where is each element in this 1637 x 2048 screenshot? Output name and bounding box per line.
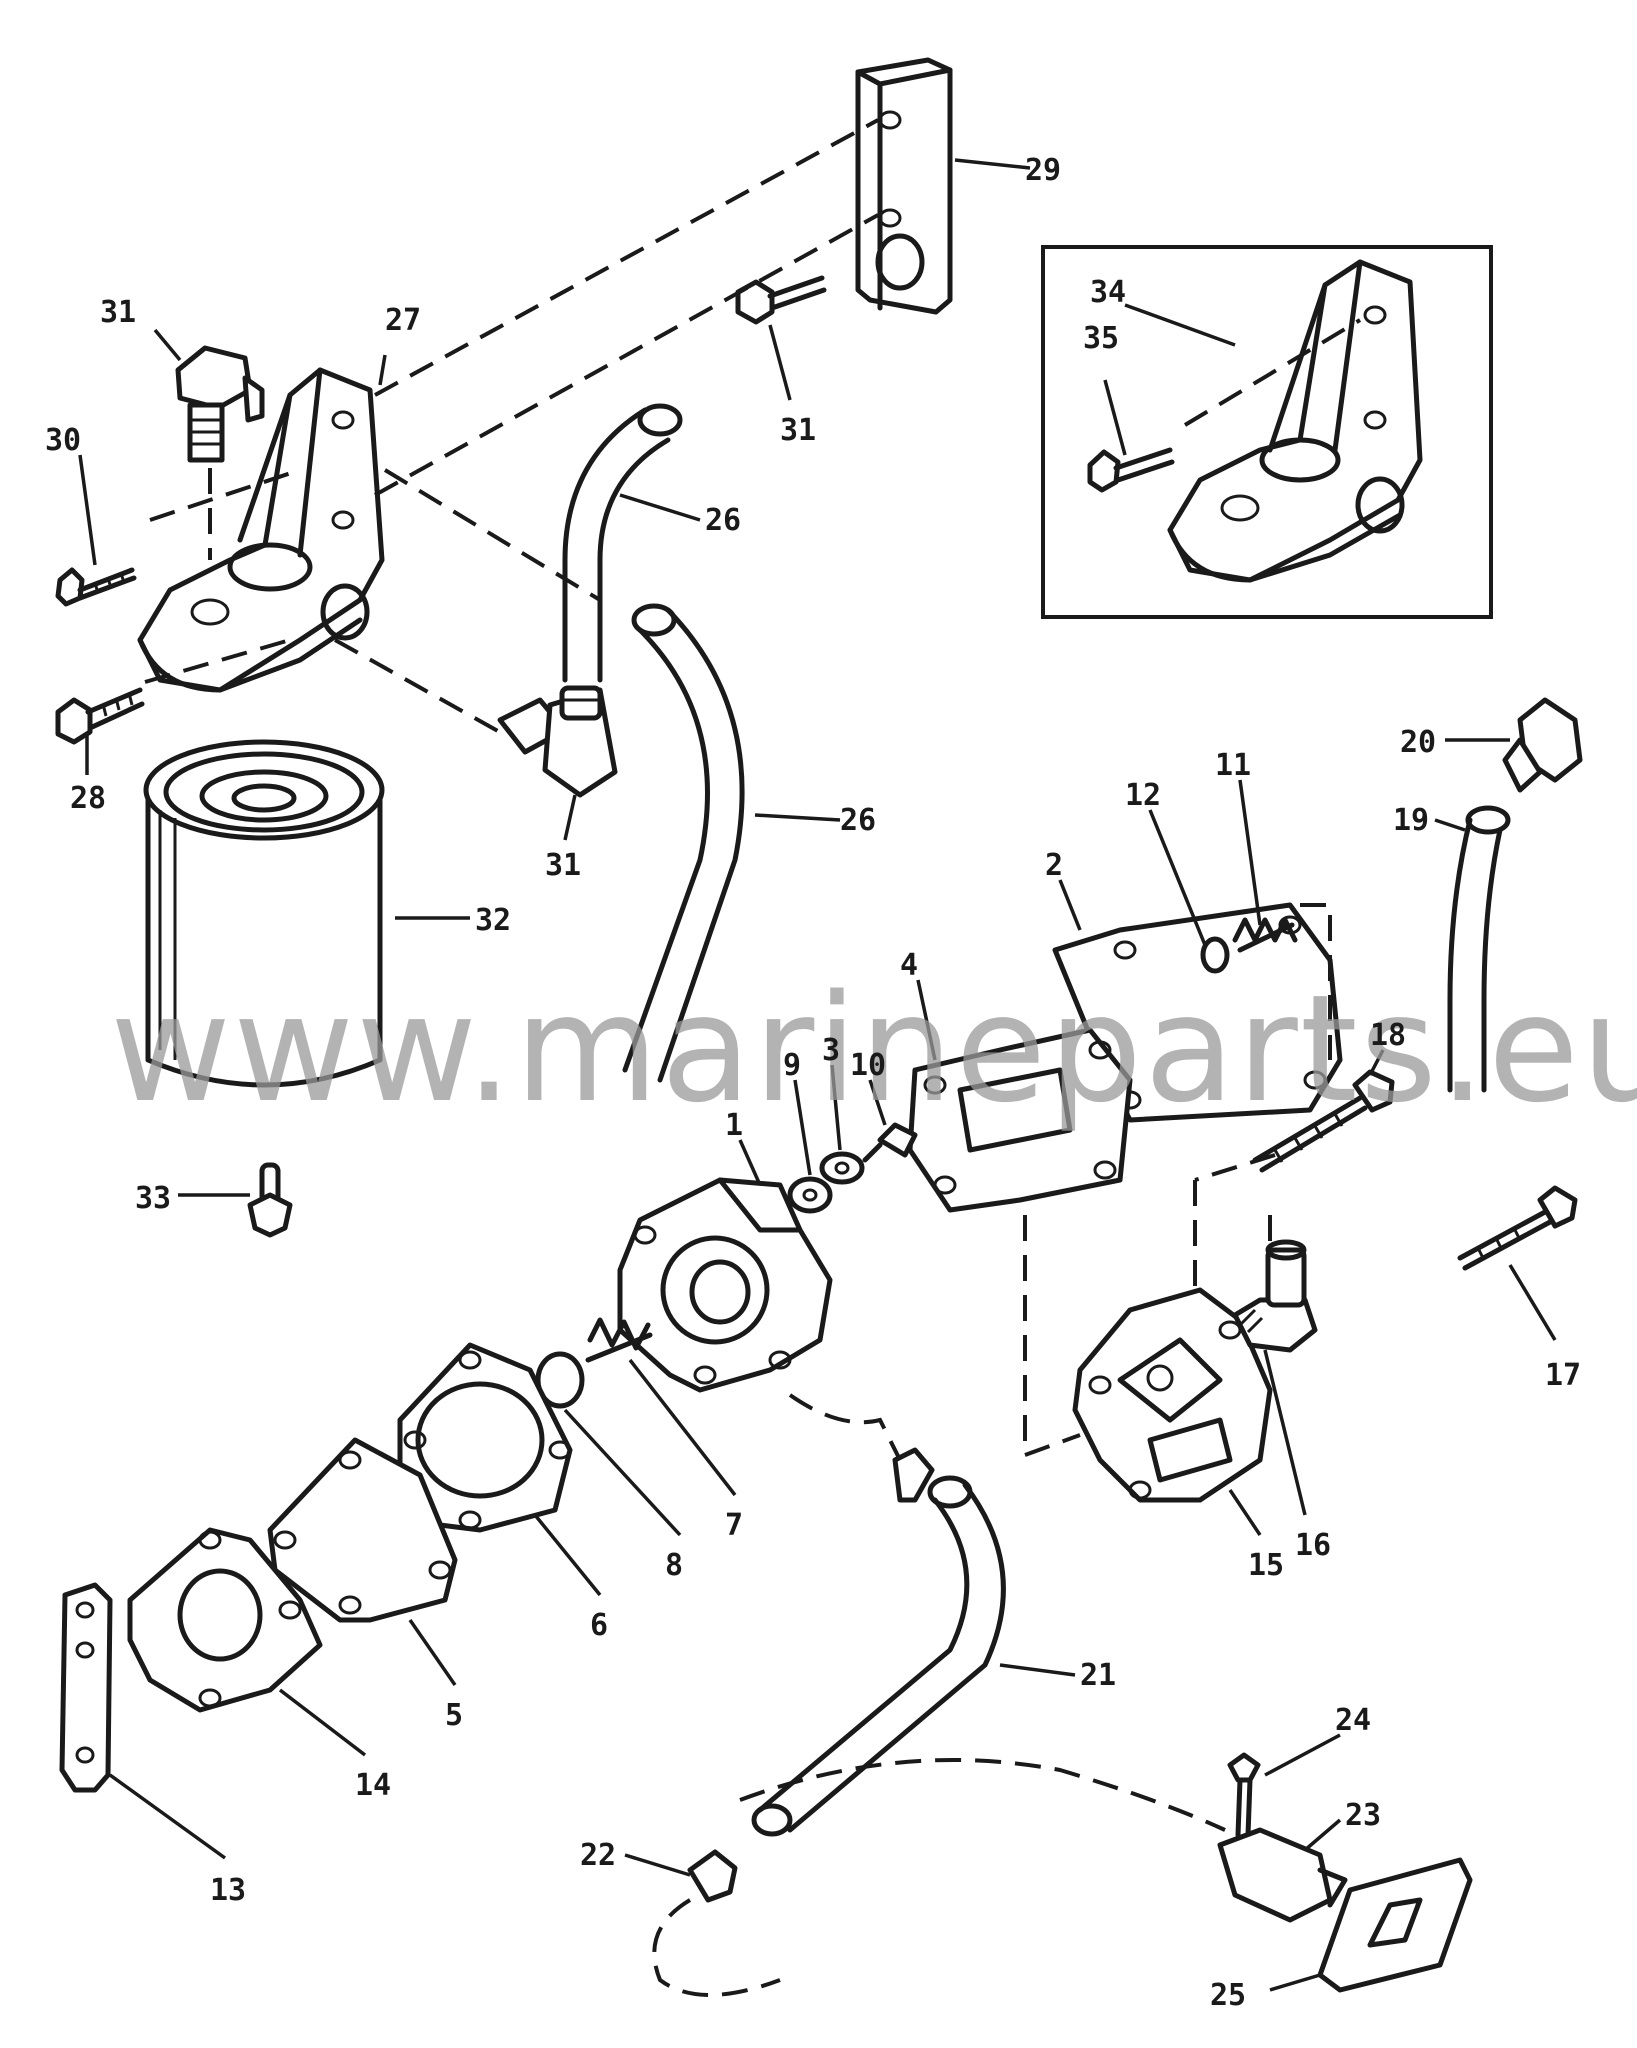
part-33-small-screw <box>247 1162 293 1238</box>
inset-alternate-filter-head <box>1041 245 1493 619</box>
callout-6: 6 <box>590 1608 608 1643</box>
part-23-sensor-switch <box>1217 1827 1348 1923</box>
part-21-fitting <box>892 1447 935 1503</box>
part-26-hose-long <box>622 603 745 1083</box>
callout-8: 8 <box>665 1548 683 1583</box>
part-7-spring <box>585 1317 653 1363</box>
part-19-hose <box>1447 805 1511 1093</box>
part-20-elbow-fitting <box>1502 697 1583 793</box>
assembly-dashed-line-pump-to-hose <box>788 1393 907 1471</box>
callout-31-upper-right: 31 <box>780 413 816 448</box>
callout-28: 28 <box>70 781 106 816</box>
part-10-valve <box>862 1122 918 1163</box>
part-30-screw <box>55 567 137 607</box>
callout-10: 10 <box>850 1048 886 1083</box>
callout-3: 3 <box>822 1033 840 1068</box>
callout-18: 18 <box>1370 1018 1406 1053</box>
part-24-screw <box>1227 1752 1261 1838</box>
callout-5: 5 <box>445 1698 463 1733</box>
part-32-fuel-filter <box>143 739 385 1088</box>
callout-22: 22 <box>580 1838 616 1873</box>
part-12-disc <box>1200 936 1230 974</box>
callout-34: 34 <box>1090 275 1126 310</box>
watermark-text: www.marineparts.eu <box>110 963 1637 1135</box>
callout-15: 15 <box>1248 1548 1284 1583</box>
part-31-elbow-fitting-lower <box>497 685 618 798</box>
callout-29: 29 <box>1025 153 1061 188</box>
part-16-elbow-fitting <box>1232 1239 1318 1353</box>
callout-35: 35 <box>1083 321 1119 356</box>
part-31-elbow-fitting-upper <box>175 345 265 463</box>
callout-11: 11 <box>1215 748 1251 783</box>
part-5-diaphragm <box>267 1437 458 1623</box>
part-9-washer <box>787 1176 833 1214</box>
part-8-disc <box>535 1351 585 1409</box>
part-11-spring <box>1232 917 1298 953</box>
part-29-bracket-block <box>855 57 953 315</box>
callout-24: 24 <box>1335 1703 1371 1738</box>
callout-30: 30 <box>45 423 81 458</box>
part-31-screw-upper-right <box>735 275 827 325</box>
callout-1: 1 <box>725 1108 743 1143</box>
callout-16: 16 <box>1295 1528 1331 1563</box>
callout-26-upper: 26 <box>705 503 741 538</box>
part-15-pump-cover <box>1072 1287 1273 1503</box>
callout-25: 25 <box>1210 1978 1246 2013</box>
assembly-dashed-lines-upper <box>144 118 879 737</box>
assembly-dashed-line-plate <box>1300 903 1332 1060</box>
part-22-clamp <box>687 1849 738 1903</box>
part-18-long-screw <box>1252 1069 1395 1173</box>
part-21-hose <box>751 1475 1006 1837</box>
part-25-mounting-plate <box>1317 1857 1473 1993</box>
callout-14: 14 <box>355 1768 391 1803</box>
callout-17: 17 <box>1545 1358 1581 1393</box>
part-4-gasket <box>907 1027 1133 1213</box>
callout-27: 27 <box>385 303 421 338</box>
callout-12: 12 <box>1125 778 1161 813</box>
callout-21: 21 <box>1080 1658 1116 1693</box>
callout-9: 9 <box>783 1048 801 1083</box>
part-28-screw <box>55 687 145 745</box>
callout-33: 33 <box>135 1181 171 1216</box>
part-3-washer <box>819 1151 865 1185</box>
assembly-dashed-line-wire <box>652 1758 1226 1997</box>
callout-2: 2 <box>1045 848 1063 883</box>
callout-7: 7 <box>725 1508 743 1543</box>
part-17-long-screw <box>1457 1185 1578 1271</box>
assembly-dashed-lines-cover <box>1023 1153 1276 1458</box>
part-26-hose-upper <box>562 403 683 683</box>
part-14-pump-base <box>127 1527 323 1713</box>
part-27-filter-head <box>137 367 385 693</box>
callout-32: 32 <box>475 903 511 938</box>
callout-19: 19 <box>1393 803 1429 838</box>
callout-31-upper-left: 31 <box>100 295 136 330</box>
callout-13: 13 <box>210 1873 246 1908</box>
callout-numbers: 29 27 31 30 31 26 26 32 28 31 34 35 20 1… <box>45 153 1581 2013</box>
callout-23: 23 <box>1345 1798 1381 1833</box>
part-1-pump-body <box>617 1177 833 1393</box>
callout-leader-lines <box>78 158 1557 1992</box>
part-13-link-plate <box>59 1582 113 1793</box>
callout-26-lower: 26 <box>840 803 876 838</box>
callout-20: 20 <box>1400 725 1436 760</box>
callout-31-lower: 31 <box>545 848 581 883</box>
callout-4: 4 <box>900 948 918 983</box>
